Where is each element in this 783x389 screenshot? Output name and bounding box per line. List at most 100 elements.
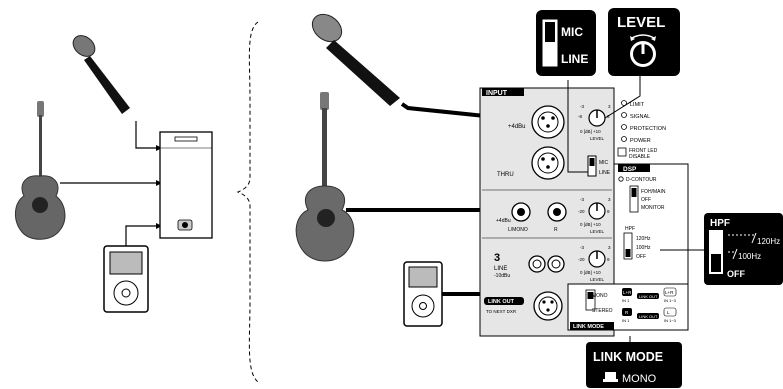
indicator-list: LIMIT SIGNAL PROTECTION POWER (621, 100, 666, 144)
mono-small-label: MONO (592, 293, 608, 299)
front-led-switch[interactable] (617, 147, 627, 157)
mic-label: MIC (561, 25, 583, 39)
detail-bracket (236, 21, 259, 383)
knob2-tick: 3 (608, 197, 611, 202)
knob2-level-label: LEVEL (590, 229, 605, 234)
knob2-scale: 0 [dB] +10 (580, 222, 601, 227)
in1-label: IN 1 (622, 298, 630, 303)
lr-box: L+R (665, 290, 674, 295)
mic-line-switch[interactable] (587, 155, 597, 177)
dsp-section: DSP D-CONTOUR FOH/MAIN OFF MONITOR HPF 1… (613, 163, 689, 285)
knob3-level-label: LEVEL (590, 277, 605, 282)
knob3-tick: 9 (607, 257, 610, 262)
monitor-label: MONITOR (641, 205, 665, 211)
indicator-limit: LIMIT (630, 102, 645, 108)
dsp-off-label: OFF (641, 197, 651, 203)
foh-main-label: FOH/MAIN (641, 189, 666, 195)
indicator-power: POWER (630, 138, 651, 144)
link-mode-tab: LINK MODE (573, 324, 604, 330)
r-badge: R (625, 310, 629, 315)
hpf-off-small: OFF (636, 254, 646, 260)
knob1-scale: 0 [dB] +10 (580, 129, 601, 134)
link-mode-value: MONO (622, 373, 657, 385)
hpf-callout: HPF OFF 120Hz 100Hz (704, 213, 783, 285)
xlr-thru[interactable] (531, 146, 565, 180)
dcontour-label: D-CONTOUR (626, 177, 657, 183)
level-callout: LEVEL (608, 8, 680, 76)
level-label: LEVEL (617, 14, 665, 31)
level-knob-2[interactable] (588, 202, 606, 220)
lr-badge: L+R (623, 290, 632, 295)
knob2-tick: -3 (580, 197, 584, 202)
xlr-input-1[interactable] (531, 105, 565, 139)
l-box: L (667, 310, 670, 315)
guitar-icon-left (15, 101, 66, 240)
hz120-small: 120Hz (636, 236, 651, 242)
hz100-small: 100Hz (636, 245, 651, 251)
link-mode-small-switch[interactable] (585, 289, 596, 311)
knob3-tick: 3 (608, 245, 611, 250)
knob3-tick: -3 (580, 245, 584, 250)
level-knob-1[interactable] (588, 109, 606, 127)
indicator-protection: PROTECTION (630, 126, 666, 132)
guitar-icon (295, 92, 355, 262)
ch2-level-label: +4dBu (496, 218, 511, 224)
front-led-label-1: FRONT LED (629, 148, 658, 154)
jack-lmono[interactable] (511, 202, 531, 222)
thru-label: THRU (497, 172, 514, 178)
dcontour-switch[interactable] (629, 185, 639, 213)
knob1-level-label: LEVEL (590, 136, 605, 141)
line-label: LINE (561, 52, 588, 66)
link-out-small-2: LINK OUT (639, 314, 658, 319)
xlr-link-out[interactable] (533, 291, 563, 321)
left-overview (15, 35, 213, 313)
link-out-small-1: LINK OUT (639, 294, 658, 299)
in1-label-2: IN 1 (622, 318, 630, 323)
hpf-120-label: 120Hz (757, 237, 780, 246)
hpf-label: HPF (710, 218, 730, 229)
hpf-off-label: OFF (727, 269, 745, 279)
mic-line-callout: MIC LINE (536, 10, 596, 76)
knob3-scale: 0 [dB] +10 (580, 270, 601, 275)
hpf-small-label: HPF (625, 226, 635, 232)
dsp-tab: DSP (623, 166, 637, 173)
ch3-level-label: -10dBu (494, 273, 510, 279)
r-label: R (554, 227, 558, 233)
knob1-tick: -3 (580, 104, 584, 109)
knob1-tick: -8 (578, 114, 582, 119)
line-small-label: LINE (599, 170, 611, 176)
lmono-label: L/MONO (508, 227, 528, 233)
stereo-small-label: STEREO (592, 308, 613, 314)
input-tab: INPUT (486, 90, 508, 97)
ch3-line-label: LINE (494, 266, 507, 272)
indicator-signal: SIGNAL (630, 114, 650, 120)
link-mode-section: MONO STEREO LINK MODE L+R IN 1 LINK OUT … (567, 283, 689, 331)
knob1-tick: 6 (607, 114, 610, 119)
ch1-level-label: +4dBu (508, 124, 526, 130)
in13-label-2: IN 1~3 (664, 318, 677, 323)
knob3-tick: -20 (578, 257, 585, 262)
rca-right[interactable] (547, 255, 565, 273)
knob1-tick: 3 (608, 104, 611, 109)
media-player-icon-left (103, 245, 149, 313)
media-player-icon (403, 261, 443, 327)
front-led-label-2: DISABLE (629, 154, 651, 160)
rca-left[interactable] (528, 255, 546, 273)
hpf-100-label: 100Hz (738, 252, 761, 261)
in13-label: IN 1~3 (664, 298, 677, 303)
microphone-icon-left (72, 35, 130, 114)
link-mode-callout: LINK MODE MONO (586, 342, 682, 388)
knob2-tick: -20 (578, 209, 585, 214)
link-mode-label: LINK MODE (593, 350, 663, 364)
jack-r[interactable] (547, 202, 567, 222)
speaker-rear-icon (159, 131, 213, 239)
to-next-label: TO NEXT DXR (486, 309, 517, 314)
hpf-small-switch[interactable] (623, 232, 633, 260)
link-out-label: LINK OUT (488, 299, 515, 305)
mic-small-label: MIC (599, 160, 609, 166)
level-knob-3[interactable] (588, 250, 606, 268)
microphone-icon (311, 13, 400, 106)
knob2-tick: 9 (607, 209, 610, 214)
ch3-number: 3 (494, 252, 500, 264)
